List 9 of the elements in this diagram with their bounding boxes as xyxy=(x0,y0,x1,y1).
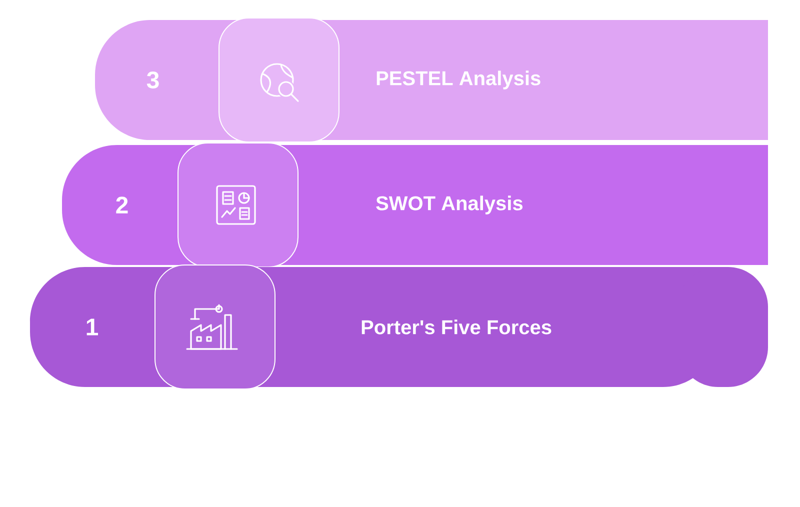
step-number: 3 xyxy=(146,72,159,89)
step-number: 2 xyxy=(116,196,128,214)
step-title: SWOT Analysis xyxy=(376,196,523,214)
step-band xyxy=(62,142,768,268)
step-number: 1 xyxy=(86,318,98,336)
step-band xyxy=(30,264,768,390)
step-title: PESTEL Analysis xyxy=(376,70,540,90)
step-title: Porter's Five Forces xyxy=(362,320,552,334)
step-band xyxy=(95,18,768,142)
